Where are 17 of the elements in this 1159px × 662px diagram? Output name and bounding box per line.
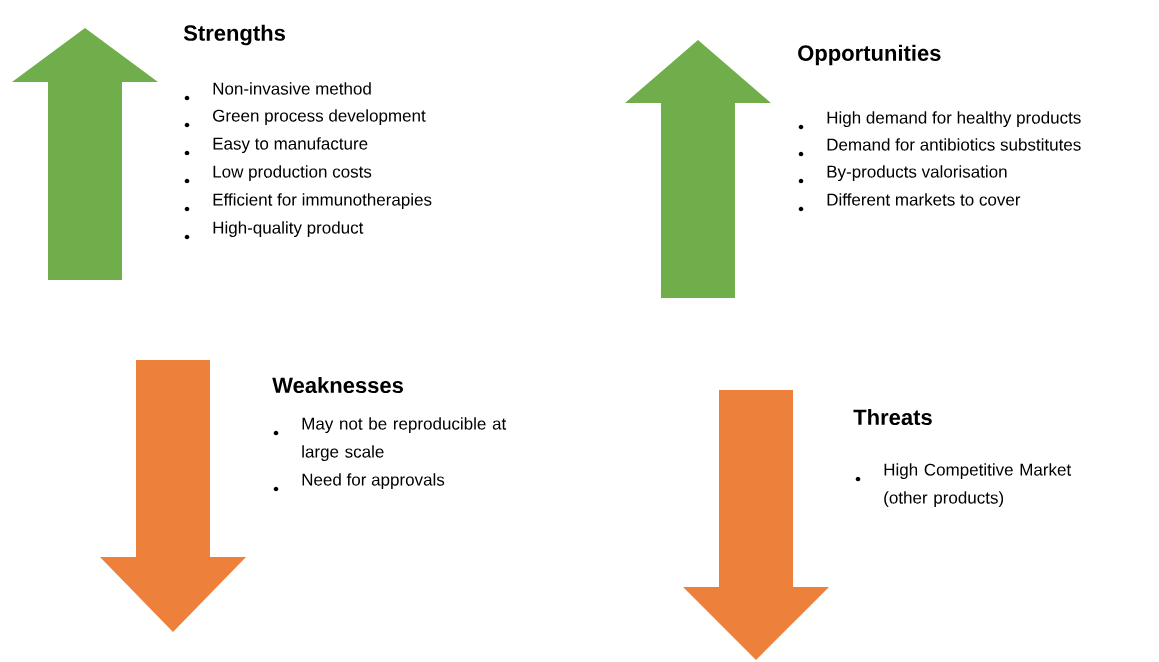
bullet-item: Low production costs — [213, 165, 372, 182]
bullet-item: High Competitive Market (other products) — [884, 463, 1072, 508]
bullet-item: High demand for healthy products — [827, 111, 1081, 128]
heading: Strengths — [183, 24, 285, 46]
bullet-item: Demand for antibiotics substitutes — [827, 138, 1081, 151]
bullet-item: May not be reproducible at large scale — [302, 417, 507, 462]
bullet-item: Green process development — [213, 109, 426, 126]
heading: Threats — [853, 408, 932, 426]
bullet-item: Non-invasive method — [213, 82, 371, 95]
bullet-item: Different markets to cover — [827, 193, 1021, 206]
bullet-item: High-quality product — [213, 221, 364, 238]
bullet-item: By-products valorisation — [827, 165, 1007, 182]
heading: Weaknesses — [272, 376, 403, 394]
bullet-item: Need for approvals — [302, 473, 445, 490]
bullet-item: Efficient for immunotherapies — [213, 193, 432, 210]
bullet-item: Easy to manufacture — [213, 137, 368, 154]
heading: Opportunities — [798, 44, 941, 66]
